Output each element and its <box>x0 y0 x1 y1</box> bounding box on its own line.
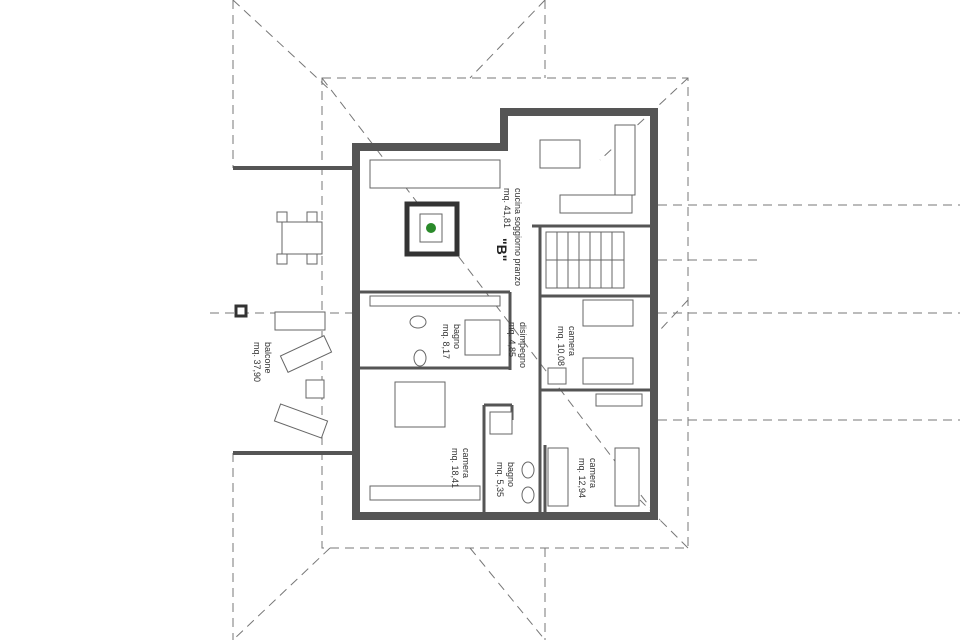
room-label-cucina: cucina soggiorno pranzo mq. 41,81 <box>502 188 523 286</box>
furniture <box>369 124 643 507</box>
room-area: mq. 37,90 <box>252 342 262 382</box>
room-area: mq. 10,08 <box>556 326 566 366</box>
room-label-camera: camera mq. 10,08 <box>556 326 577 366</box>
balcony-table <box>276 211 323 265</box>
room-area: mq. 41,81 <box>502 188 512 228</box>
room-name: disimpegno <box>518 322 528 368</box>
bed <box>614 447 640 507</box>
room-label-camera: camera mq. 18,41 <box>450 448 471 488</box>
shower <box>489 411 513 435</box>
sunbed <box>273 403 329 439</box>
exterior-walls <box>352 108 658 520</box>
room-name: bagno <box>506 462 516 487</box>
stairs <box>545 231 625 289</box>
room-labels: cucina soggiorno pranzo mq. 41,81 "B" di… <box>252 188 598 498</box>
kitchen-counter <box>559 194 633 214</box>
room-name: cucina soggiorno pranzo <box>513 188 523 286</box>
room-area: mq. 12,94 <box>577 458 587 498</box>
room-area: mq. 8,17 <box>441 324 451 359</box>
room-label-camera: camera mq. 12,94 <box>577 458 598 498</box>
sofa <box>369 159 501 189</box>
bed <box>547 447 569 507</box>
desk <box>547 367 567 385</box>
room-name: bagno <box>452 324 462 349</box>
unit-label: "B" <box>494 238 510 261</box>
side-table <box>305 379 325 399</box>
room-label-disimpegno: disimpegno mq. 4,85 <box>507 322 528 368</box>
wardrobe <box>369 485 481 501</box>
room-name: camera <box>567 326 577 356</box>
sunbed <box>274 311 326 331</box>
room-area: mq. 5,35 <box>495 462 505 497</box>
room-label-bagno: bagno mq. 5,35 <box>495 462 516 497</box>
room-area: mq. 18,41 <box>450 448 460 488</box>
room-name: camera <box>588 458 598 488</box>
bed <box>582 299 634 327</box>
room-area: mq. 4,85 <box>507 322 517 357</box>
room-name: balcone <box>263 342 273 374</box>
plant <box>426 223 436 233</box>
bed <box>394 381 446 428</box>
room-label-balcone: balcone mq. 37,90 <box>252 342 273 382</box>
kitchen-counter <box>614 124 636 196</box>
bed <box>582 357 634 385</box>
wardrobe <box>595 393 643 407</box>
room-label-bagno: bagno mq. 8,17 <box>441 324 462 359</box>
balcony <box>233 166 352 455</box>
dining-table <box>539 139 581 169</box>
shower <box>464 319 501 356</box>
room-name: camera <box>461 448 471 478</box>
sunbed <box>279 335 333 373</box>
